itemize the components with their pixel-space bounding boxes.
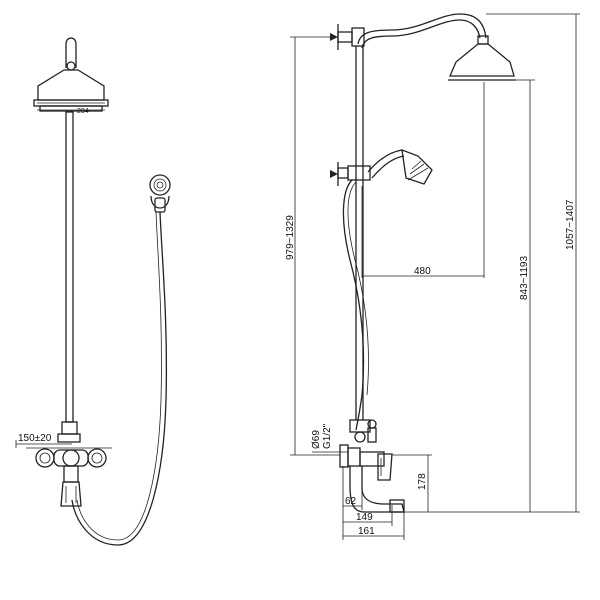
side-handle-knob — [367, 419, 377, 429]
side-reach-dim-label: 480 — [414, 266, 431, 277]
side-spout-height-dim-label: 178 — [417, 473, 428, 490]
side-hose — [342, 179, 365, 431]
front-head-dim-label: 204 — [77, 108, 89, 115]
front-arm-joint — [66, 61, 76, 71]
side-thread-label: G1/2" — [322, 423, 333, 449]
front-handle-right — [87, 448, 107, 468]
front-hand-shower — [149, 174, 171, 213]
side-overall-dim-label: 1057~1407 — [565, 199, 576, 250]
side-head-dim-label: 843~1193 — [519, 256, 530, 300]
side-top-bracket — [330, 24, 365, 50]
side-view: 480 Ø69 G1/2" 979~1329 843~1193 — [285, 13, 580, 540]
side-outlet-dim-label: Ø69 — [311, 430, 322, 449]
side-hand-holder — [330, 149, 405, 186]
front-riser — [65, 111, 74, 423]
side-spout-offset-dim-label: 62 — [345, 496, 357, 507]
front-hose — [71, 211, 168, 546]
side-spout-total-dim-label: 161 — [358, 526, 375, 537]
front-view: 204 — [15, 37, 171, 546]
front-offset-dim-label: 150±20 — [18, 433, 52, 444]
side-shower-arm — [357, 13, 487, 45]
side-spout-reach-dim-label: 149 — [356, 512, 373, 523]
front-handle-left — [35, 448, 55, 468]
side-mixer — [339, 419, 405, 513]
front-mixer — [26, 421, 112, 507]
front-arm-hook — [65, 37, 77, 68]
side-spout — [349, 466, 405, 513]
side-hand-shower — [401, 149, 433, 185]
front-rain-head — [33, 69, 109, 112]
side-rain-head — [448, 35, 516, 81]
side-total-dim-label: 979~1329 — [285, 215, 296, 260]
